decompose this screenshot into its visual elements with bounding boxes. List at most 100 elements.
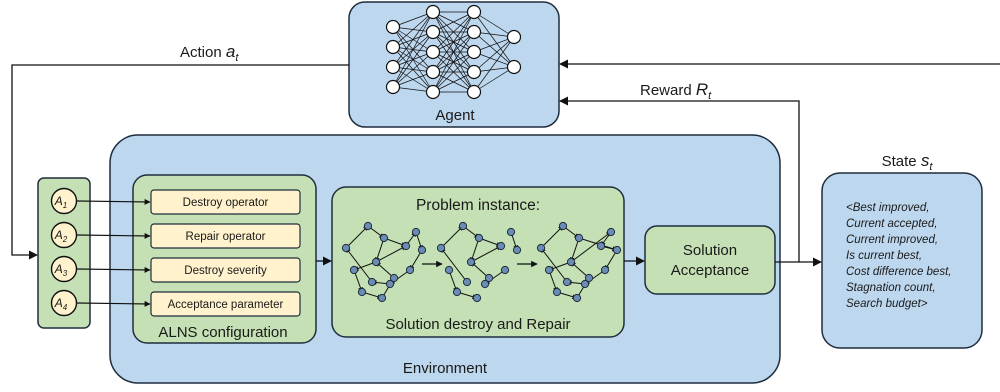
neuron-node: [466, 4, 482, 20]
action-node-label: A4: [54, 296, 68, 312]
route-node: [377, 293, 387, 303]
route-node: [566, 257, 576, 267]
route-node: [574, 233, 584, 243]
route-graph: [341, 221, 427, 303]
neuron-node: [506, 29, 522, 45]
environment-label: Environment: [403, 360, 488, 377]
action-node-3: A3: [50, 255, 78, 283]
action-column: [37, 177, 91, 329]
route-node: [552, 287, 562, 297]
neuron-node: [425, 44, 441, 60]
state-feature-line: Cost difference best,: [846, 266, 951, 278]
neuron-node: [385, 59, 401, 75]
action-link-arrow: [76, 266, 151, 273]
route-node: [596, 241, 606, 251]
route-node: [558, 221, 568, 231]
agent-label: Agent: [435, 107, 475, 124]
route-graph: [436, 221, 522, 303]
alns-parameter-label: Destroy operator: [183, 197, 269, 209]
problem-instance-title: Problem instance:: [416, 197, 540, 214]
state-feature-line: Stagnation count,: [846, 282, 936, 294]
state-box: [821, 172, 983, 349]
neuron-node: [425, 64, 441, 80]
neuron-node: [466, 84, 482, 100]
action-arrow: [11, 64, 349, 260]
action-link-arrow: [76, 232, 151, 239]
route-node: [600, 265, 610, 275]
neuron-node: [425, 24, 441, 40]
neuron-node: [385, 19, 401, 35]
action-node-1: A1: [50, 187, 78, 215]
solution-acceptance-box: [644, 225, 776, 295]
route-node: [580, 279, 590, 289]
route-node: [349, 265, 359, 275]
neuron-node: [385, 39, 401, 55]
removed-node: [506, 227, 516, 237]
state-title: State st: [882, 151, 934, 173]
reward-arrow: [559, 96, 800, 262]
route-node: [436, 243, 446, 253]
alns-parameter-box: Acceptance parameter: [150, 291, 301, 317]
route-node: [466, 257, 476, 267]
state-feature-line: Search budget>: [846, 298, 928, 310]
route-node: [379, 233, 389, 243]
state-feature-line: Current accepted,: [846, 218, 937, 230]
removed-node: [500, 265, 510, 275]
route-node: [462, 277, 472, 287]
route-node: [401, 241, 411, 251]
route-node: [389, 273, 399, 283]
action-node-4: A4: [50, 289, 78, 317]
route-node: [572, 293, 582, 303]
problem-instance-caption: Solution destroy and Repair: [385, 316, 570, 333]
route-node: [496, 241, 506, 251]
route-node: [480, 279, 490, 289]
route-node: [452, 287, 462, 297]
route-node: [363, 221, 373, 231]
action-link-arrow: [76, 300, 151, 307]
alns-parameter-label: Acceptance parameter: [168, 299, 284, 311]
reward-label: Reward Rt: [640, 80, 712, 102]
route-node: [444, 265, 454, 275]
alns-parameter-label: Destroy severity: [184, 265, 267, 277]
route-node: [411, 227, 421, 237]
neural-network-icon: [385, 4, 522, 100]
route-graph: [536, 221, 622, 303]
alns-parameter-box: Destroy operator: [150, 189, 301, 215]
route-node: [484, 273, 494, 283]
alns-parameter-box: Destroy severity: [150, 257, 301, 283]
action-node-label: A2: [54, 228, 68, 244]
neuron-node: [385, 79, 401, 95]
route-node: [584, 273, 594, 283]
action-node-label: A1: [54, 194, 67, 210]
state-feature-list: <Best improved,Current accepted,Current …: [846, 202, 951, 310]
state-feature-line: <Best improved,: [846, 202, 929, 214]
neuron-node: [506, 59, 522, 75]
solution-acceptance-line1: Solution: [683, 242, 737, 259]
route-node: [536, 243, 546, 253]
route-node: [612, 245, 622, 255]
action-label: Action at: [180, 42, 239, 64]
state-feature-line: Is current best,: [846, 250, 922, 262]
action-node-2: A2: [50, 221, 78, 249]
neuron-node: [466, 64, 482, 80]
alns-parameter-box: Repair operator: [150, 223, 301, 249]
action-to-parameter-arrows: [76, 198, 151, 307]
removed-node: [512, 245, 522, 255]
route-node: [417, 245, 427, 255]
alns-configuration-caption: ALNS configuration: [158, 324, 287, 341]
route-graphs: [341, 221, 622, 303]
neuron-node: [425, 84, 441, 100]
route-node: [385, 279, 395, 289]
route-node: [357, 287, 367, 297]
action-node-label: A3: [54, 262, 68, 278]
route-node: [472, 293, 482, 303]
route-node: [544, 265, 554, 275]
route-node: [474, 233, 484, 243]
neuron-node: [425, 4, 441, 20]
neuron-node: [466, 24, 482, 40]
route-node: [341, 243, 351, 253]
route-node: [371, 257, 381, 267]
